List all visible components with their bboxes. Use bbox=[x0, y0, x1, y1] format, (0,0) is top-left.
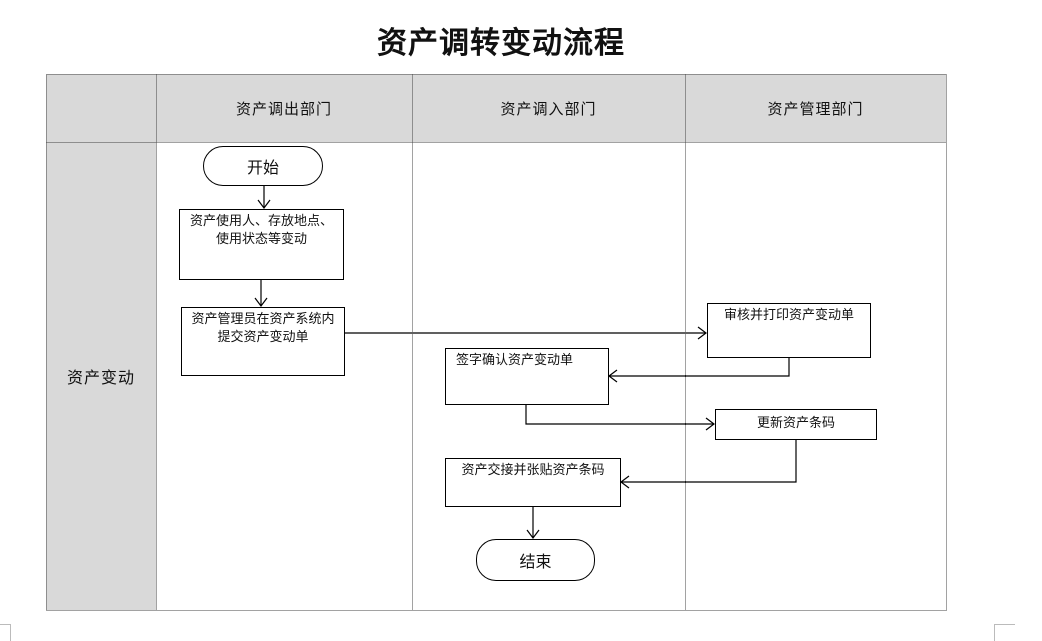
step-update-barcode: 更新资产条码 bbox=[715, 409, 877, 440]
page-corner-mark-left bbox=[0, 624, 11, 641]
step-submit-change-form: 资产管理员在资产系统内提交资产变动单 bbox=[181, 307, 345, 376]
header-dept-out: 资产调出部门 bbox=[156, 74, 412, 142]
header-dept-in: 资产调入部门 bbox=[412, 74, 685, 142]
step-review-print: 审核并打印资产变动单 bbox=[707, 303, 871, 358]
step-sign-confirm: 签字确认资产变动单 bbox=[445, 348, 609, 405]
page-corner-mark-right bbox=[994, 624, 1015, 641]
row-label-asset-change: 资产变动 bbox=[46, 142, 156, 610]
page-title: 资产调转变动流程 bbox=[377, 26, 625, 61]
start-node: 开始 bbox=[203, 146, 323, 186]
step-asset-change: 资产使用人、存放地点、使用状态等变动 bbox=[179, 209, 344, 280]
step-handover-label: 资产交接并张贴资产条码 bbox=[445, 458, 621, 507]
end-node: 结束 bbox=[476, 539, 595, 581]
header-corner bbox=[46, 74, 156, 142]
header-dept-mgmt: 资产管理部门 bbox=[685, 74, 946, 142]
